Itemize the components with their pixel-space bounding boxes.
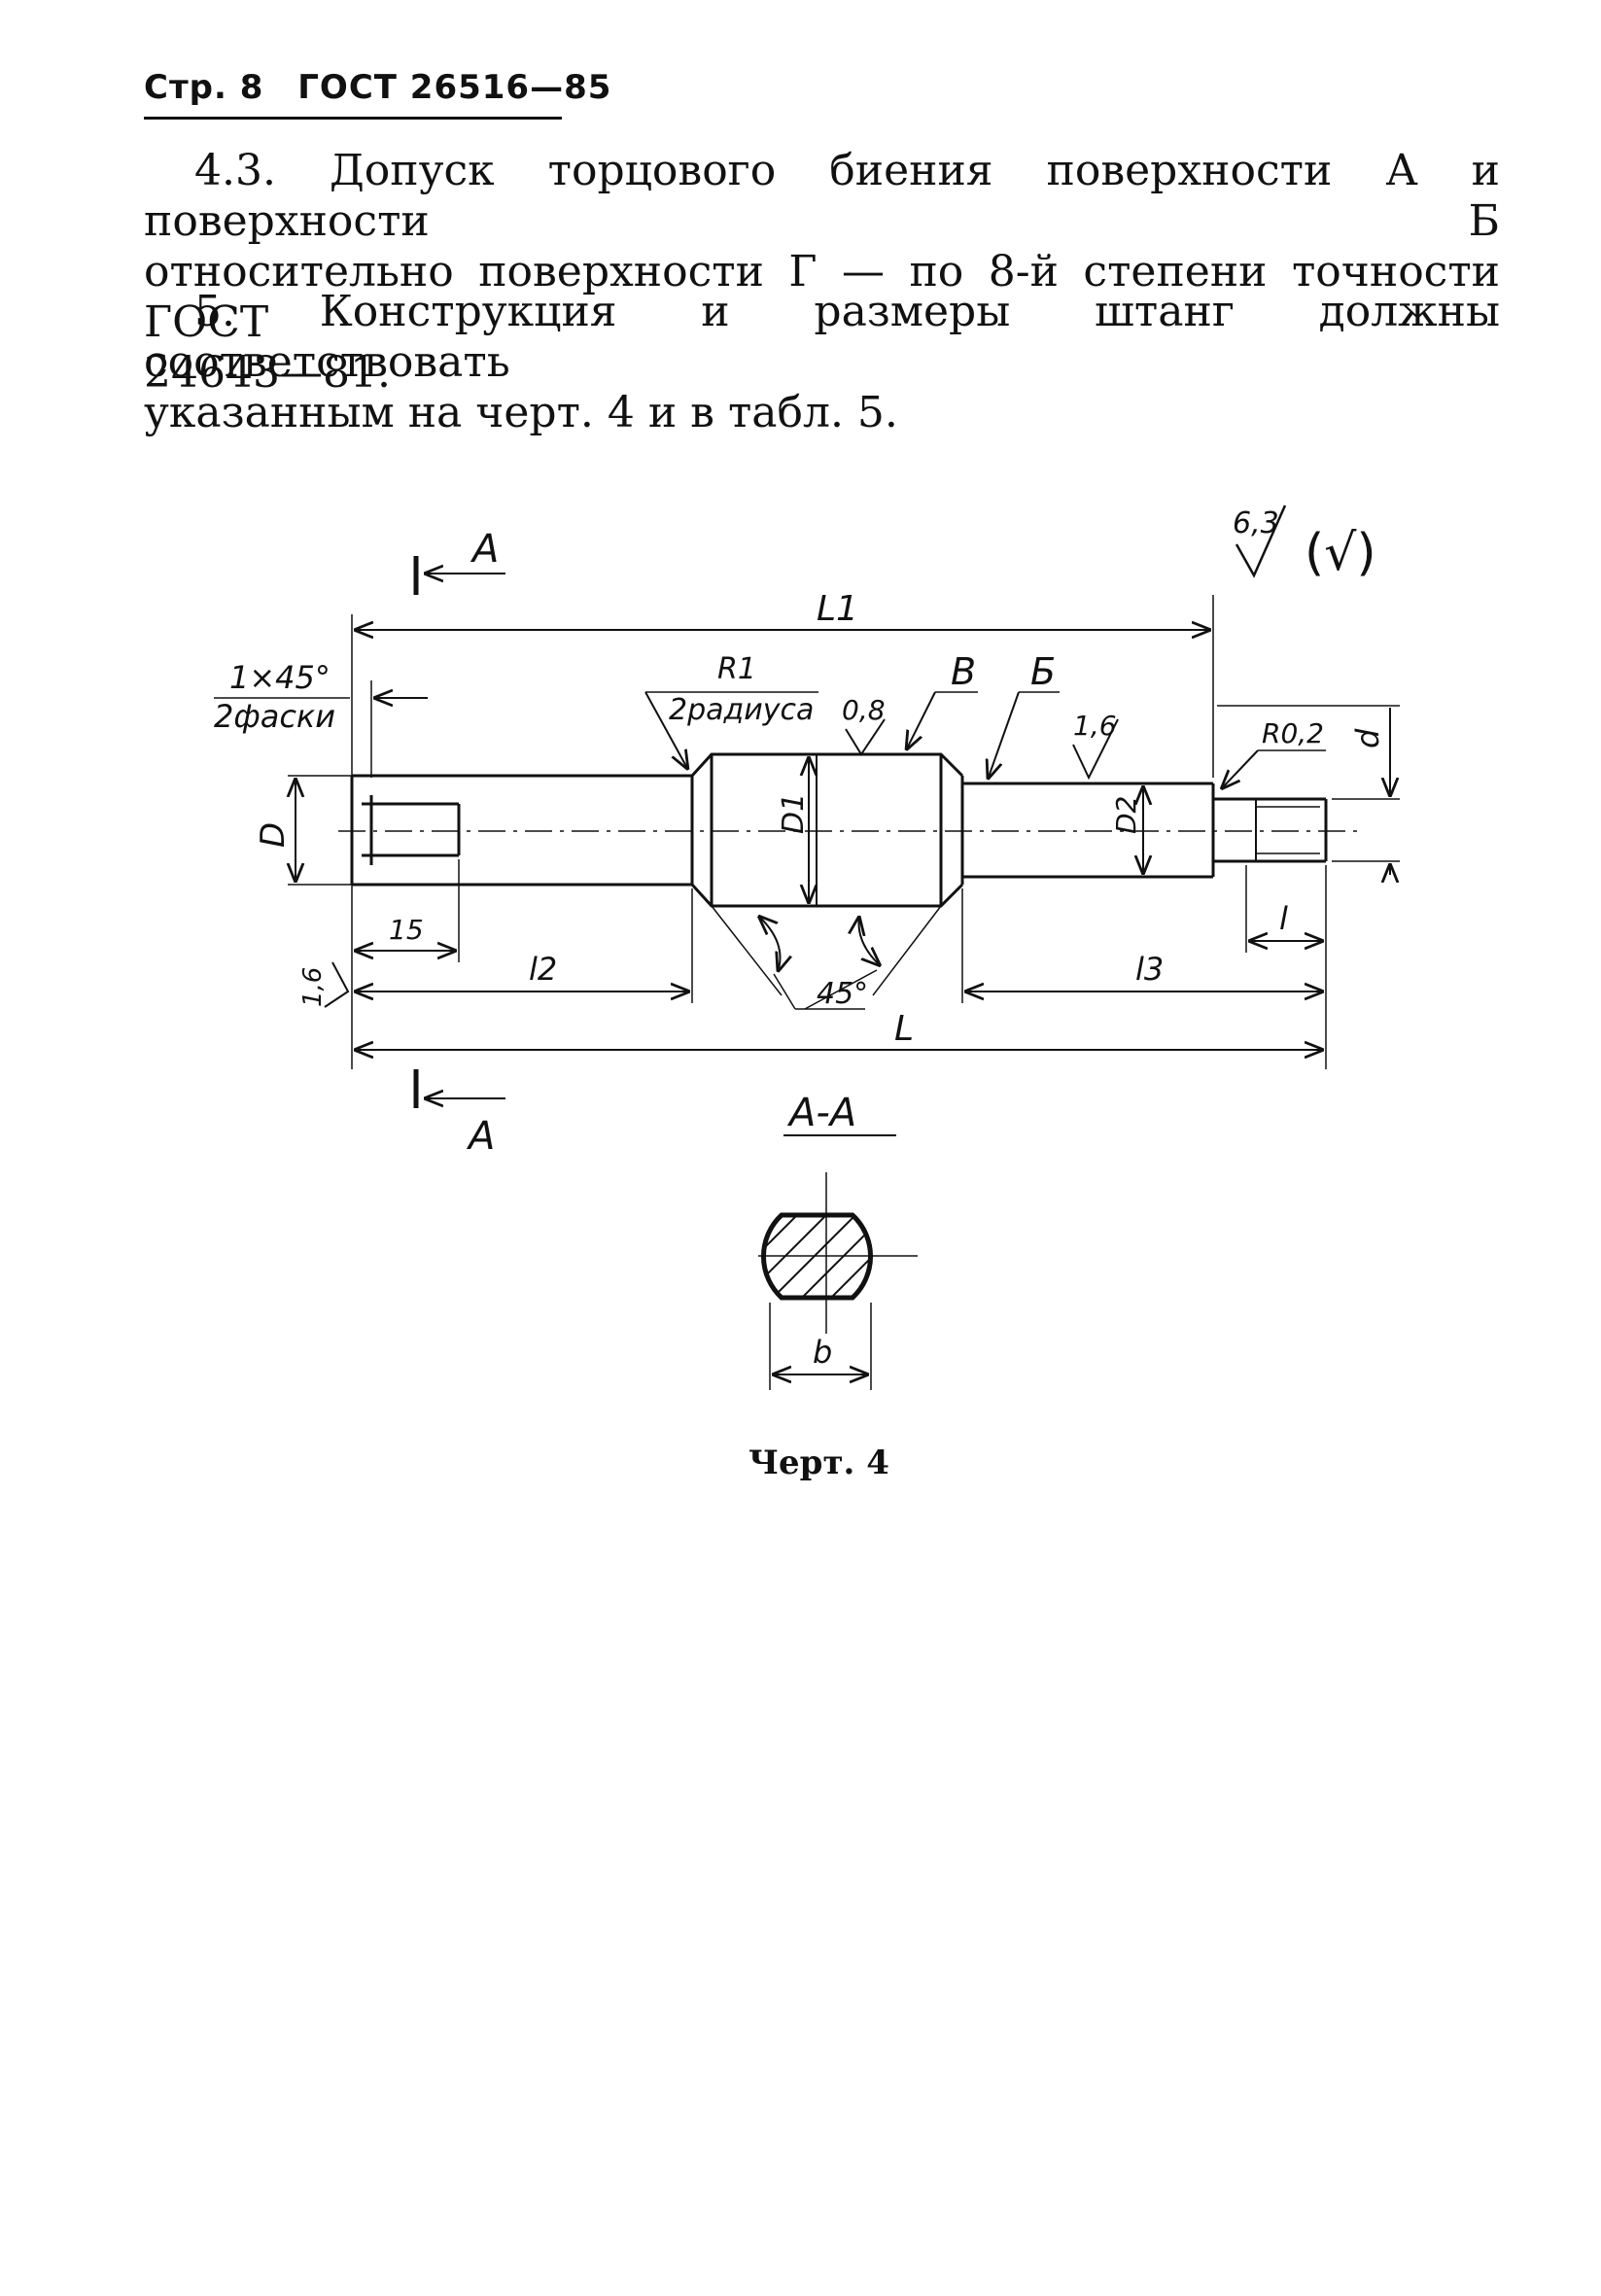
section-title: А-А	[786, 1091, 856, 1135]
angle-45-label: 45°	[817, 977, 868, 1011]
dim-label-l2: l2	[529, 951, 557, 988]
angle-45-leader-left	[773, 973, 796, 1010]
roughness-16-left-symbol	[324, 961, 350, 1008]
angle-45-leader-right	[804, 969, 878, 1010]
radius-label: R1	[717, 652, 756, 686]
radius-02-arrow	[1221, 749, 1259, 789]
paragraph-line: 5. Конструкция и размеры штанг должны со…	[144, 287, 1500, 387]
roughness-16-right-symbol	[1072, 718, 1119, 781]
extension-lines	[351, 595, 1400, 1069]
paragraph-line: 4.3. Допуск торцового биения поверхности…	[144, 146, 1500, 246]
radius-count-label: 2радиуса	[669, 693, 814, 727]
dim-label-L1: L1	[817, 589, 858, 629]
shaft-outline	[350, 752, 1328, 908]
roughness-paren-symbol: (√)	[1305, 524, 1376, 582]
surface-B-label: Б	[1030, 650, 1056, 693]
paragraph-5: 5. Конструкция и размеры штанг должны со…	[144, 287, 1500, 438]
section-letter-top: А	[470, 527, 499, 572]
surface-V-label: В	[951, 650, 976, 693]
radius-leader-arrow	[644, 691, 688, 770]
header-rule	[144, 117, 562, 120]
angle-45-arc-right	[858, 916, 881, 966]
paragraph-line: 24643—81.	[144, 348, 391, 398]
dim-label-D2: D2	[1110, 796, 1142, 834]
dim-label-l3: l3	[1135, 951, 1164, 988]
page-header: Стр. 8 ГОСТ 26516—85	[144, 68, 633, 107]
dim-label-D1: D1	[777, 793, 811, 834]
angle-45-lines	[711, 905, 942, 996]
paragraph-4-3: 4.3. Допуск торцового биения поверхности…	[144, 146, 1500, 399]
paragraph-line: относительно поверхности Г — по 8-й степ…	[144, 247, 1500, 347]
chamfer-size-label: 1×45°	[229, 659, 331, 696]
dim-label-b: b	[813, 1334, 832, 1371]
chamfer-count-label: 2фаски	[214, 698, 335, 735]
dim-label-15: 15	[389, 914, 424, 946]
surface-B-arrow	[988, 691, 1020, 780]
radius-02-label: R0,2	[1262, 717, 1324, 749]
dim-label-l: l	[1279, 900, 1288, 937]
dim-label-D: D	[254, 822, 293, 848]
standard-number: ГОСТ 26516—85	[297, 68, 612, 107]
cross-section	[758, 1172, 918, 1334]
section-letter-bottom: А	[466, 1114, 495, 1159]
paragraph-line: указанным на черт. 4 и в табл. 5.	[144, 388, 898, 437]
roughness-check-icon	[1235, 504, 1287, 578]
angle-45-arc-left	[758, 916, 781, 972]
dim-label-L: L	[894, 1009, 914, 1049]
roughness-08-symbol	[845, 718, 886, 756]
surface-V-arrow	[906, 691, 936, 750]
figure-caption: Черт. 4	[748, 1444, 889, 1482]
roughness-16-left-label: 1,6	[298, 967, 328, 1007]
page-number: Стр. 8	[144, 68, 264, 107]
roughness-08-label: 0,8	[842, 694, 886, 726]
dim-label-d: d	[1349, 728, 1386, 748]
